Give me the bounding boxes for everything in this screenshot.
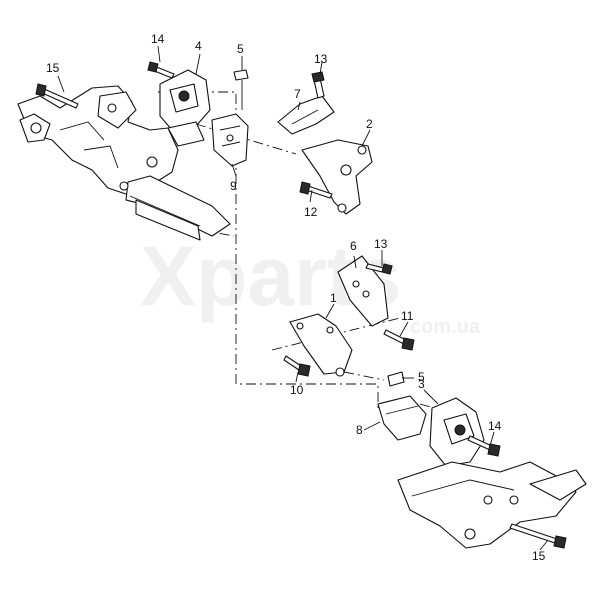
callout-4: 4 [195,39,202,53]
subframe-upper [17,85,231,241]
watermark-domain: com.ua [410,316,481,338]
callout-2: 2 [366,117,373,131]
bolt-11 [383,329,415,351]
cap-5-lower [387,371,405,387]
callout-9: 9 [230,179,237,193]
callout-1: 1 [330,291,337,305]
subframe-lower [397,461,587,549]
callout-13-lower: 13 [374,237,388,251]
callout-10: 10 [290,383,304,397]
bolt-13-upper [311,71,325,99]
bolt-15-lower [509,523,567,549]
bracket-9 [211,113,249,167]
callout-11: 11 [401,309,414,323]
heat-shield-6 [337,255,389,327]
leader-lines [57,45,549,551]
callout-5-lower: 5 [418,370,425,384]
bracket-2 [301,139,373,215]
bolt-13-lower [365,263,393,275]
callout-7: 7 [294,87,301,101]
callout-12: 12 [304,205,318,219]
bolt-15-upper [35,83,79,109]
bolt-10 [283,355,311,377]
heat-shield-7 [277,95,335,135]
callout-14-upper: 14 [151,32,165,46]
callouts: 15 14 4 5 13 7 2 9 12 6 13 1 11 10 5 3 8… [46,32,546,563]
bolt-14-upper [147,61,175,79]
callout-6: 6 [350,239,357,253]
callout-15-lower: 15 [532,549,546,563]
callout-13-upper: 13 [314,52,328,66]
callout-5-upper: 5 [237,42,244,56]
callout-8: 8 [356,423,363,437]
bolt-12 [299,181,333,199]
transmission-mount-3 [429,397,485,467]
callout-15-upper: 15 [46,61,60,75]
cap-5-upper [233,69,249,110]
bracket-8 [377,395,427,441]
bolt-14-lower [467,435,501,457]
bracket-1 [289,313,353,377]
callout-3: 3 [418,377,425,391]
engine-mount-4 [159,69,211,147]
callout-14-lower: 14 [488,419,502,433]
